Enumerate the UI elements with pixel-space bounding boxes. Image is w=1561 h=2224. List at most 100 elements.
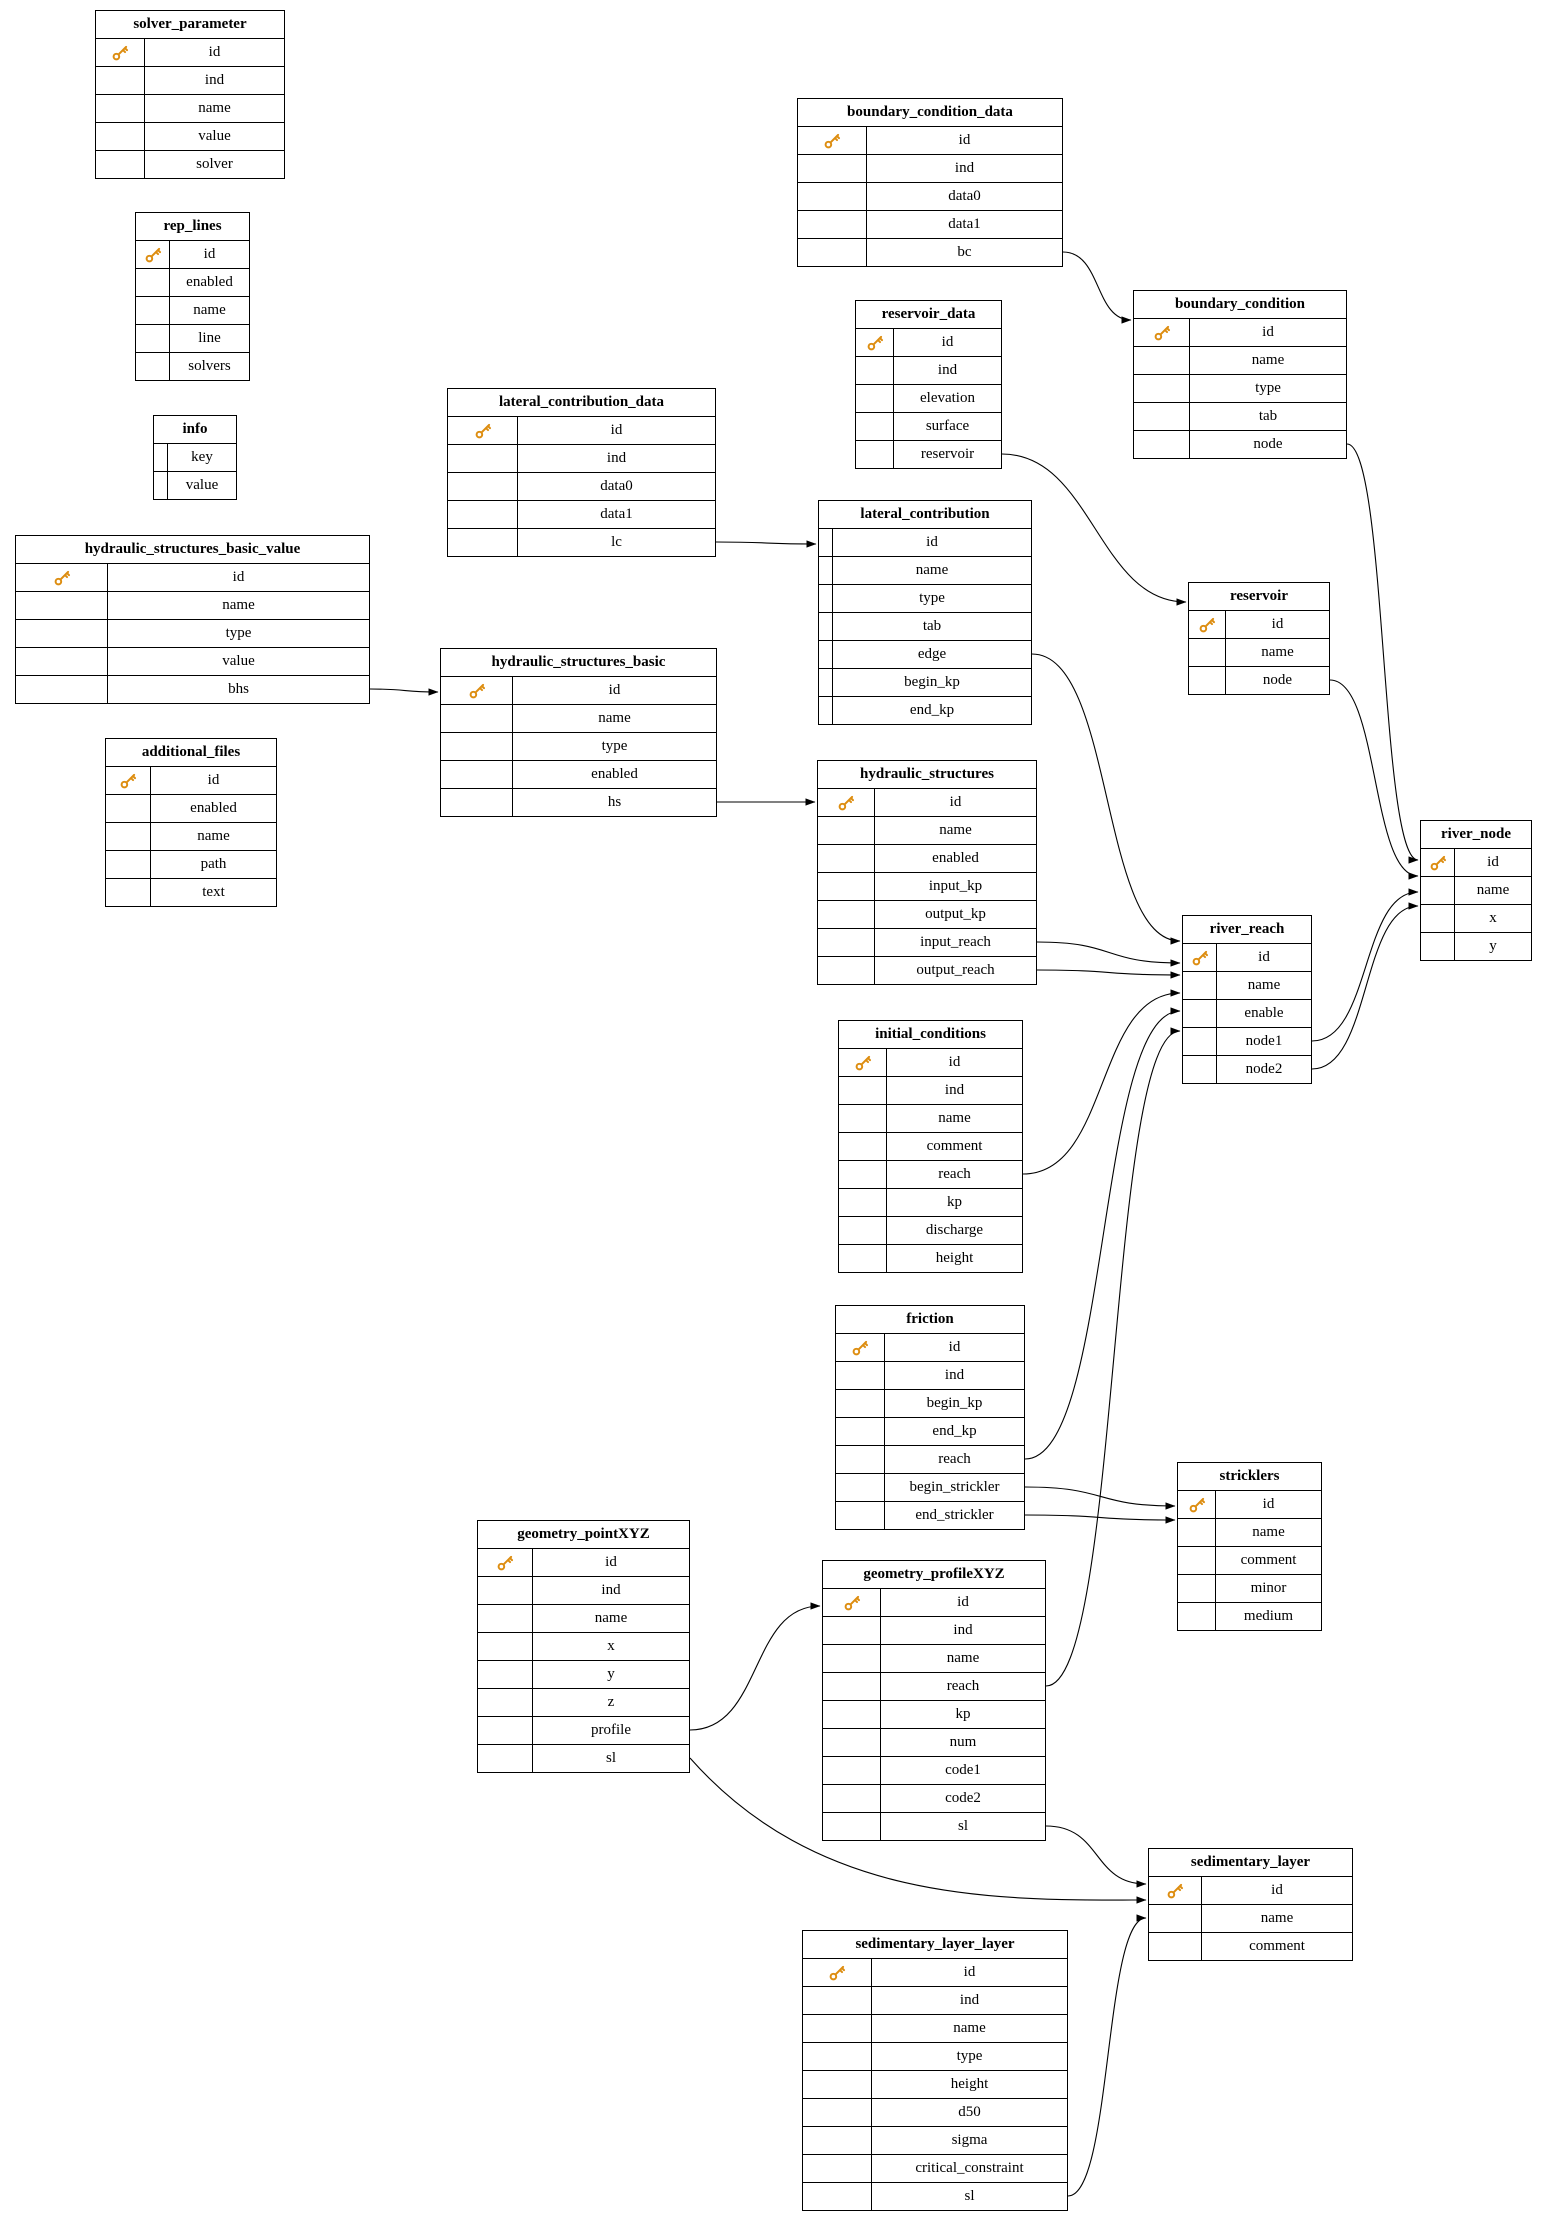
- key-cell-empty: [1421, 905, 1455, 932]
- key-cell-empty: [136, 353, 170, 380]
- field-name: output_kp: [925, 906, 986, 922]
- field-name: ind: [953, 1622, 973, 1638]
- key-cell-empty: [798, 211, 867, 238]
- field-name: num: [949, 1734, 977, 1750]
- primary-key-icon: [120, 773, 137, 788]
- key-cell-empty: [856, 385, 894, 412]
- field-name: data1: [948, 216, 981, 232]
- key-cell-empty: [836, 1502, 885, 1529]
- field-row: ind: [798, 154, 1062, 182]
- field-name: id: [232, 569, 245, 585]
- field-name: enable: [1244, 1005, 1284, 1021]
- primary-key-cell: [836, 1334, 885, 1361]
- field-name: id: [949, 794, 962, 810]
- table-title: sedimentary_layer: [1190, 1854, 1311, 1870]
- field-name: height: [950, 2076, 989, 2092]
- primary-key-icon: [54, 570, 70, 585]
- key-cell-empty: [478, 1717, 533, 1744]
- field-name: name: [598, 710, 631, 726]
- field-row: end_kp: [819, 696, 1031, 724]
- field-name: begin_kp: [904, 674, 960, 690]
- field-name: line: [198, 330, 221, 346]
- primary-key-cell: [16, 564, 108, 591]
- table-title: solver_parameter: [133, 16, 247, 32]
- field-name: name: [193, 302, 226, 318]
- field-name: y: [1489, 938, 1497, 954]
- field-row: ind: [839, 1076, 1022, 1104]
- table-title: boundary_condition: [1174, 296, 1306, 312]
- field-name: node2: [1245, 1061, 1283, 1077]
- primary-key-icon: [829, 1965, 846, 1980]
- field-name: enabled: [190, 800, 237, 816]
- field-name: id: [963, 1964, 976, 1980]
- field-name: edge: [917, 646, 947, 662]
- field-row: id: [803, 1958, 1067, 1986]
- edge-friction.begin_strickler-to-stricklers: [1024, 1486, 1176, 1510]
- field-row: name: [106, 822, 276, 850]
- field-name: ind: [954, 160, 975, 176]
- field-row: code1: [823, 1756, 1045, 1784]
- field-name: reach: [938, 1451, 971, 1467]
- primary-key-cell: [823, 1589, 881, 1616]
- field-row: solvers: [136, 352, 249, 380]
- key-cell-empty: [823, 1757, 881, 1784]
- key-cell-empty: [1149, 1933, 1202, 1960]
- key-cell-empty: [1189, 667, 1226, 694]
- field-row: enabled: [136, 268, 249, 296]
- key-cell-empty: [836, 1390, 885, 1417]
- field-name: end_strickler: [915, 1507, 994, 1523]
- key-cell-empty: [1189, 639, 1226, 666]
- field-name: path: [200, 856, 227, 872]
- key-cell-empty: [448, 501, 518, 528]
- primary-key-icon: [1192, 950, 1208, 965]
- key-cell-empty: [798, 183, 867, 210]
- key-cell-empty: [856, 441, 894, 468]
- edge-geometry_profileXYZ.reach-to-river_reach: [1045, 1027, 1181, 1687]
- key-cell-empty: [441, 761, 513, 788]
- primary-key-cell: [1178, 1491, 1216, 1518]
- key-cell-empty: [1134, 431, 1190, 458]
- field-row: begin_kp: [836, 1389, 1024, 1417]
- field-row: id: [839, 1048, 1022, 1076]
- field-row: kp: [823, 1700, 1045, 1728]
- field-name: value: [222, 653, 255, 669]
- key-cell-empty: [1421, 933, 1455, 960]
- field-row: num: [823, 1728, 1045, 1756]
- field-name: id: [608, 682, 621, 698]
- field-row: enable: [1183, 999, 1311, 1027]
- field-row: name: [441, 704, 716, 732]
- field-name: name: [1252, 1524, 1285, 1540]
- key-cell-empty: [16, 648, 108, 675]
- field-row: value: [96, 122, 284, 150]
- key-cell-empty: [448, 445, 518, 472]
- field-row: id: [856, 328, 1001, 356]
- field-name: data0: [600, 478, 633, 494]
- key-cell-empty: [839, 1161, 887, 1188]
- field-name: minor: [1250, 1580, 1287, 1596]
- field-name: name: [594, 1610, 628, 1626]
- primary-key-cell: [803, 1959, 872, 1986]
- field-row: value: [16, 647, 369, 675]
- primary-key-icon: [867, 335, 883, 350]
- field-row: profile: [478, 1716, 689, 1744]
- field-row: reach: [823, 1672, 1045, 1700]
- field-row: y: [478, 1660, 689, 1688]
- key-cell-empty: [136, 297, 170, 324]
- field-name: bc: [957, 244, 972, 260]
- field-row: reach: [839, 1160, 1022, 1188]
- field-name: text: [202, 884, 225, 900]
- field-row: bhs: [16, 675, 369, 703]
- field-name: id: [1262, 1496, 1275, 1512]
- field-row: tab: [819, 612, 1031, 640]
- key-cell-empty: [839, 1245, 887, 1272]
- field-row: end_strickler: [836, 1501, 1024, 1529]
- edge-river_reach.node2-to-river_node: [1311, 902, 1419, 1070]
- field-row: name: [478, 1604, 689, 1632]
- field-name: enabled: [591, 766, 638, 782]
- field-row: text: [106, 878, 276, 906]
